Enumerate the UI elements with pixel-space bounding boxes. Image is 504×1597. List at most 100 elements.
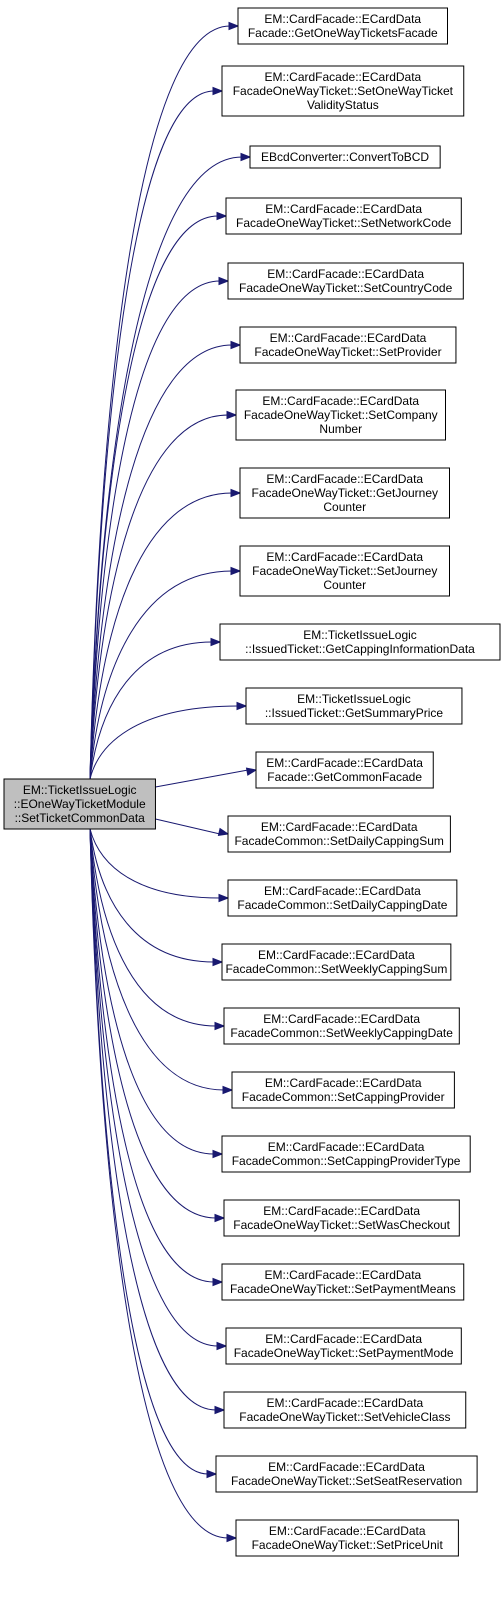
node-label-line: EM::CardFacade::ECardData: [265, 1268, 422, 1282]
node-label-line: EM::CardFacade::ECardData: [266, 756, 423, 770]
callee-node-box: [249, 145, 441, 169]
callee-node-6[interactable]: EM::CardFacade::ECardDataFacadeOneWayTic…: [235, 389, 446, 441]
callee-node-16[interactable]: EM::CardFacade::ECardDataFacadeCommon::S…: [231, 1071, 455, 1109]
callee-node-box: [255, 751, 434, 789]
arrowhead-5: [230, 340, 242, 350]
callee-node-box: [227, 815, 451, 853]
callee-node-20[interactable]: EM::CardFacade::ECardDataFacadeOneWayTic…: [225, 1327, 462, 1365]
node-label-line: EM::CardFacade::ECardData: [265, 1332, 422, 1346]
callee-node-21[interactable]: EM::CardFacade::ECardDataFacadeOneWayTic…: [223, 1391, 467, 1429]
call-edge-15: [89, 828, 217, 1027]
callee-node-box: [245, 687, 463, 725]
callee-node-box: [219, 623, 501, 661]
arrowhead-16: [222, 1085, 234, 1095]
arrowhead-23: [226, 1533, 238, 1543]
call-edge-21: [89, 828, 217, 1411]
call-edge-23: [89, 828, 229, 1539]
callee-node-0[interactable]: EM::CardFacade::ECardDataFacade::GetOneW…: [237, 7, 448, 45]
arrowhead-14: [212, 957, 224, 967]
callee-node-5[interactable]: EM::CardFacade::ECardDataFacadeOneWayTic…: [239, 326, 457, 364]
callee-node-2[interactable]: EBcdConverter::ConvertToBCD: [249, 145, 441, 169]
call-edge-20: [89, 828, 219, 1347]
callee-node-box: [221, 943, 452, 981]
node-label-line: EM::CardFacade::ECardData: [263, 1012, 420, 1026]
node-label-line: FacadeOneWayTicket::SetPaymentMeans: [230, 1282, 456, 1296]
node-label-line: EM::CardFacade::ECardData: [267, 267, 424, 281]
node-label-line: FacadeOneWayTicket::SetNetworkCode: [236, 216, 452, 230]
callee-node-12[interactable]: EM::CardFacade::ECardDataFacadeCommon::S…: [227, 815, 451, 853]
call-edge-7: [89, 492, 233, 780]
node-label-line: FacadeOneWayTicket::SetVehicleClass: [239, 1410, 450, 1424]
callee-node-23[interactable]: EM::CardFacade::ECardDataFacadeOneWayTic…: [235, 1519, 459, 1557]
arrowhead-11: [245, 767, 258, 776]
node-label-line: Facade::GetCommonFacade: [267, 770, 422, 784]
callee-node-14[interactable]: EM::CardFacade::ECardDataFacadeCommon::S…: [221, 943, 452, 981]
callee-node-18[interactable]: EM::CardFacade::ECardDataFacadeOneWayTic…: [223, 1199, 460, 1237]
call-edge-10: [89, 705, 239, 780]
call-edge-5: [89, 344, 233, 780]
root-function-node[interactable]: EM::TicketIssueLogic::EOneWayTicketModul…: [3, 778, 156, 830]
node-label-line: EM::CardFacade::ECardData: [263, 1204, 420, 1218]
node-label-line: EM::CardFacade::ECardData: [268, 1460, 425, 1474]
callee-node-7[interactable]: EM::CardFacade::ECardDataFacadeOneWayTic…: [239, 467, 450, 519]
callee-node-17[interactable]: EM::CardFacade::ECardDataFacadeCommon::S…: [221, 1135, 471, 1173]
callee-node-box: [223, 1007, 460, 1045]
callee-node-13[interactable]: EM::CardFacade::ECardDataFacadeCommon::S…: [227, 879, 458, 917]
node-label-line: EM::CardFacade::ECardData: [265, 1076, 422, 1090]
arrowhead-13: [218, 893, 230, 903]
arrowhead-15: [214, 1021, 226, 1031]
callee-node-box: [225, 197, 462, 235]
root-node-box: [3, 778, 156, 830]
node-label-line: EM::CardFacade::ECardData: [266, 472, 423, 486]
node-label-line: EM::TicketIssueLogic: [297, 692, 411, 706]
node-label-line: FacadeOneWayTicket::SetWasCheckout: [233, 1218, 450, 1232]
arrowhead-4: [218, 276, 230, 286]
callee-node-box: [223, 1391, 467, 1429]
call-edge-3: [89, 215, 219, 780]
callee-node-3[interactable]: EM::CardFacade::ECardDataFacadeOneWayTic…: [225, 197, 462, 235]
arrowhead-8: [230, 566, 242, 576]
call-edge-11: [155, 769, 249, 788]
arrowhead-2: [240, 152, 252, 162]
callee-node-8[interactable]: EM::CardFacade::ECardDataFacadeOneWayTic…: [239, 545, 450, 597]
node-label-line: EM::CardFacade::ECardData: [265, 70, 422, 84]
callee-node-9[interactable]: EM::TicketIssueLogic::IssuedTicket::GetC…: [219, 623, 501, 661]
call-edge-17: [89, 828, 215, 1155]
function-nodes: EM::TicketIssueLogic::EOneWayTicketModul…: [3, 7, 501, 1557]
callee-node-box: [239, 467, 450, 519]
node-label-line: EM::CardFacade::ECardData: [262, 394, 419, 408]
callee-node-15[interactable]: EM::CardFacade::ECardDataFacadeCommon::S…: [223, 1007, 460, 1045]
arrowhead-7: [230, 488, 242, 498]
arrowhead-0: [228, 21, 240, 31]
callee-node-1[interactable]: EM::CardFacade::ECardDataFacadeOneWayTic…: [221, 65, 465, 117]
callee-node-19[interactable]: EM::CardFacade::ECardDataFacadeOneWayTic…: [221, 1263, 465, 1301]
callee-node-box: [235, 1519, 459, 1557]
node-label-line: EM::CardFacade::ECardData: [268, 1140, 425, 1154]
callee-node-4[interactable]: EM::CardFacade::ECardDataFacadeOneWayTic…: [227, 262, 464, 300]
callee-node-box: [223, 1199, 460, 1237]
call-edge-14: [89, 828, 215, 963]
node-label-line: EM::CardFacade::ECardData: [266, 550, 423, 564]
call-edge-16: [89, 828, 225, 1091]
callee-node-box: [221, 1135, 471, 1173]
node-label-line: FacadeOneWayTicket::SetCountryCode: [239, 281, 453, 295]
node-label-line: EM::CardFacade::ECardData: [264, 12, 421, 26]
callee-node-box: [227, 879, 458, 917]
callee-node-11[interactable]: EM::CardFacade::ECardDataFacade::GetComm…: [255, 751, 434, 789]
node-label-line: FacadeOneWayTicket::GetJourney: [251, 486, 438, 500]
arrowhead-6: [226, 410, 238, 420]
arrowhead-12: [217, 827, 230, 836]
callee-node-box: [221, 1263, 465, 1301]
node-label-line: EM::CardFacade::ECardData: [269, 1524, 426, 1538]
callee-node-10[interactable]: EM::TicketIssueLogic::IssuedTicket::GetS…: [245, 687, 463, 725]
node-label-line: FacadeOneWayTicket::SetPaymentMode: [234, 1346, 454, 1360]
node-label-line: FacadeCommon::SetDailyCappingDate: [237, 898, 447, 912]
node-label-line: FacadeCommon::SetDailyCappingSum: [234, 834, 443, 848]
node-label-line: Counter: [323, 500, 366, 514]
node-label-line: EM::TicketIssueLogic: [303, 628, 417, 642]
call-edge-9: [89, 641, 213, 780]
node-label-line: ValidityStatus: [307, 98, 379, 112]
callee-node-22[interactable]: EM::CardFacade::ECardDataFacadeOneWayTic…: [215, 1455, 478, 1493]
node-label-line: EM::CardFacade::ECardData: [267, 1396, 424, 1410]
node-label-line: EM::TicketIssueLogic: [23, 783, 137, 797]
